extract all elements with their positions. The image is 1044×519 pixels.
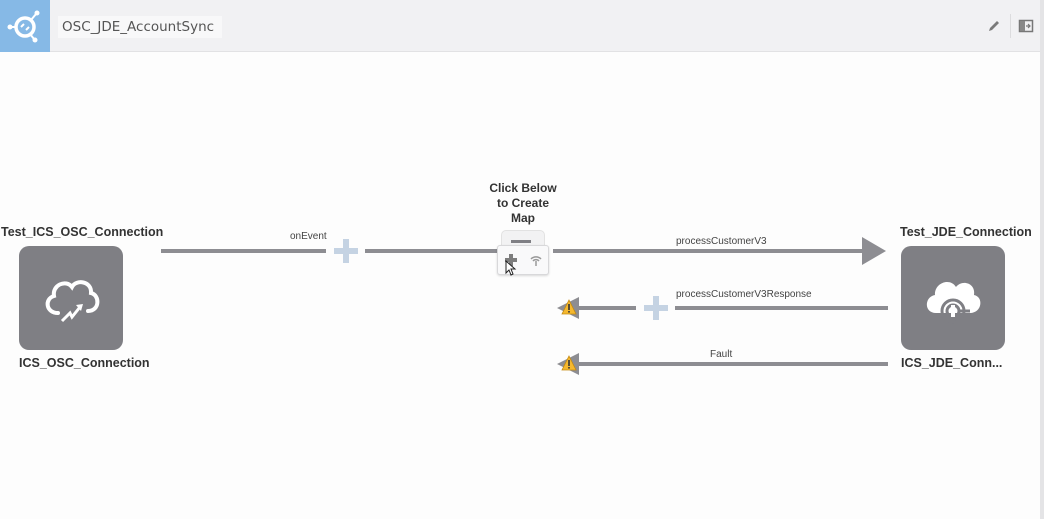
response-flow-line-2: [578, 306, 636, 310]
panel-toggle-button[interactable]: [1016, 16, 1036, 36]
request-operation-label: onEvent: [290, 231, 327, 242]
create-map-hint: Click Below to Create Map: [478, 181, 568, 226]
source-adapter-name: ICS_OSC_Connection: [19, 356, 150, 370]
cloud-jde-icon: [926, 281, 981, 324]
invoke-operation-label: processCustomerV3: [676, 236, 767, 247]
fault-warning-icon[interactable]: [557, 353, 581, 375]
response-flow-line: [675, 306, 888, 310]
panel-toggle-icon: [1018, 19, 1034, 33]
scrollbar-edge: [1040, 0, 1044, 519]
map-hint-line3: Map: [511, 211, 535, 225]
target-connection-name: Test_JDE_Connection: [900, 225, 1032, 239]
edit-button[interactable]: [984, 16, 1004, 36]
add-action-response-button[interactable]: [642, 294, 670, 322]
arrow-right-icon: [862, 237, 886, 265]
source-connection-name: Test_ICS_OSC_Connection: [1, 225, 164, 239]
integration-hub-icon: [0, 0, 50, 52]
signal-recommend-icon[interactable]: [529, 253, 543, 267]
mouse-cursor-icon: [505, 260, 517, 276]
integration-title: OSC_JDE_AccountSync: [58, 16, 223, 38]
fault-label: Fault: [710, 349, 733, 360]
create-map-widget[interactable]: [497, 230, 549, 276]
request-flow-line-2: [365, 249, 497, 253]
orchestration-canvas: Test_ICS_OSC_Connection ICS_OSC_Connecti…: [0, 53, 1040, 519]
map-hint-line1: Click Below: [489, 181, 557, 195]
add-map-icon[interactable]: [504, 252, 518, 268]
target-adapter-name: ICS_JDE_Conn...: [901, 356, 1003, 370]
header-bar: OSC_JDE_AccountSync: [0, 0, 1040, 52]
request-flow-line: [161, 249, 326, 253]
response-warning-icon[interactable]: [557, 297, 581, 319]
cloud-osc-icon: [45, 280, 100, 323]
add-action-request-button[interactable]: [332, 237, 360, 265]
target-connection-node[interactable]: [901, 246, 1005, 350]
header-divider: [1010, 14, 1011, 38]
map-widget-bar: [511, 240, 531, 243]
map-hint-line2: to Create: [496, 196, 549, 210]
response-operation-label: processCustomerV3Response: [676, 289, 812, 300]
pencil-icon: [989, 21, 999, 31]
fault-flow-line: [578, 362, 888, 366]
invoke-flow-line: [553, 249, 865, 253]
source-connection-node[interactable]: [19, 246, 123, 350]
